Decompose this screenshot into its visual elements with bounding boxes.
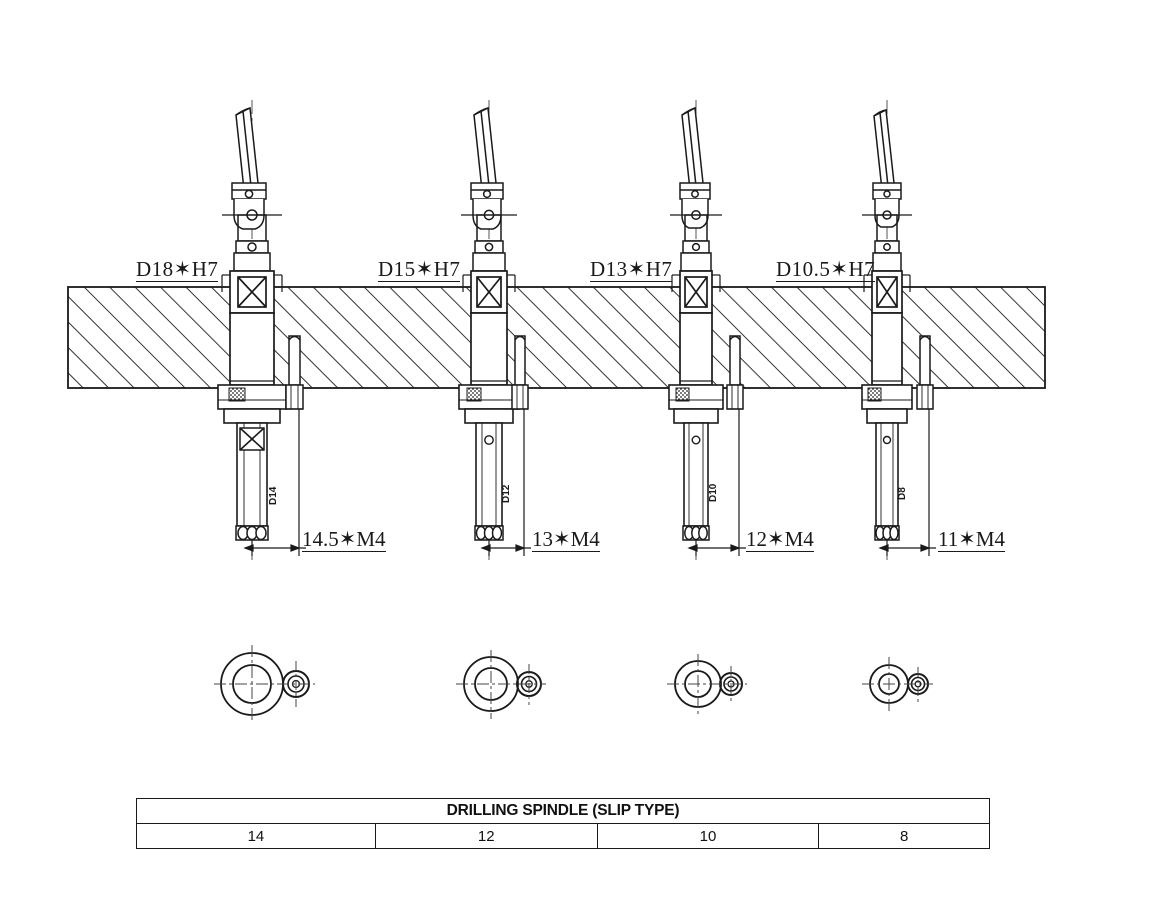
spindle-assembly-2 [456,100,546,719]
spindle-assembly-3 [667,100,747,715]
output-shaft-4 [875,422,899,527]
universal-joint-upper-1 [231,182,267,230]
bearing-block-4 [863,270,911,314]
bottom-view-2 [456,650,546,719]
spindle-body-3 [679,312,713,386]
bore-label-spindle-2: D15✶H7 [378,257,461,283]
spindle-body-2 [470,312,508,386]
spindle-assembly-4 [861,100,936,712]
shaft-label-spindle-2: D12 [501,484,512,503]
dimension-line-3 [687,409,746,556]
spindle-collar-1 [233,240,271,272]
bearing-block-1 [221,270,283,314]
bore-label-spindle-4: D10.5✶H7 [776,257,876,283]
bottom-view-3 [667,654,747,715]
output-shaft-2 [475,422,503,527]
shaft-label-spindle-3: D10 [708,483,719,502]
adjusting-flange-4 [861,384,913,424]
table-cell-size-4: 8 [818,823,990,849]
guide-pin-2 [511,335,529,410]
bearing-block-3 [671,270,721,314]
universal-joint-upper-2 [470,182,504,230]
tool-shank-2 [473,106,497,192]
spindle-collar-4 [872,240,902,272]
dimension-label-spindle-1: 14.5✶M4 [302,527,386,553]
table-title-cell: DRILLING SPINDLE (SLIP TYPE) [136,798,990,824]
table-cell-size-2: 12 [374,823,598,849]
tool-shank-4 [873,108,895,192]
spindle-collar-3 [680,240,712,272]
dimension-line-4 [878,409,936,556]
table-value-row: 14 12 10 8 [136,823,990,849]
spindle-assembly-1 [214,100,315,723]
bearing-block-2 [462,270,516,314]
table-cell-size-1: 14 [136,823,376,849]
chuck-nose-4 [874,525,900,541]
spindle-body-4 [871,312,903,386]
spindle-body-1 [229,312,275,386]
dimension-label-spindle-4: 11✶M4 [938,527,1005,553]
chuck-nose-3 [682,525,710,541]
table-cell-size-3: 10 [596,823,820,849]
bottom-view-4 [862,657,933,712]
tool-shank-1 [235,106,259,192]
shaft-label-spindle-4: D8 [897,487,908,500]
adjusting-flange-2 [458,384,520,424]
bottom-view-1 [214,645,315,723]
guide-pin-3 [726,335,744,410]
shaft-label-spindle-1: D14 [268,486,279,505]
adjusting-flange-3 [668,384,724,424]
chuck-nose-2 [474,525,504,541]
table-header-row: DRILLING SPINDLE (SLIP TYPE) [136,798,990,824]
universal-joint-cross-2 [461,209,517,242]
tool-shank-3 [681,106,704,192]
guide-pin-1 [285,335,304,410]
adjusting-flange-1 [217,384,287,424]
spindle-collar-2 [472,240,506,272]
dimension-label-spindle-3: 12✶M4 [746,527,814,553]
dimension-label-spindle-2: 13✶M4 [532,527,600,553]
bore-label-spindle-3: D13✶H7 [590,257,673,283]
bore-label-spindle-1: D18✶H7 [136,257,219,283]
dimension-line-2 [480,409,531,556]
chuck-nose-1 [235,525,269,541]
output-shaft-1 [236,422,268,527]
specification-table: DRILLING SPINDLE (SLIP TYPE) 14 12 10 8 [136,798,990,849]
guide-pin-4 [916,335,934,410]
dimension-line-1 [243,409,306,556]
output-shaft-3 [683,422,709,527]
